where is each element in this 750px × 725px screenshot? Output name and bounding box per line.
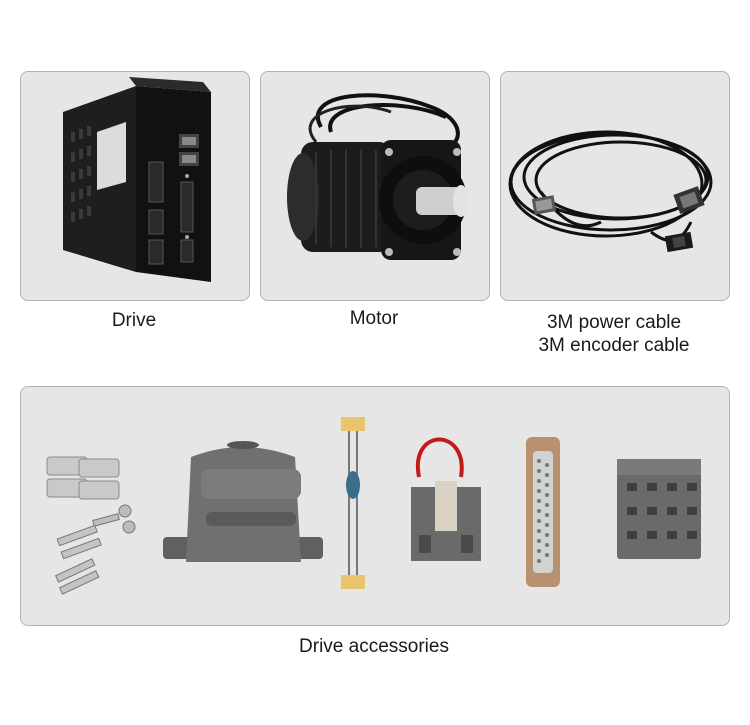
- power-cable-caption: 3M power cable: [546, 312, 682, 333]
- motor-panel: [260, 71, 490, 301]
- accessories-image: [46, 417, 701, 595]
- cables-panel: [500, 71, 730, 301]
- accessories-caption: Drive accessories: [299, 636, 449, 657]
- encoder-cable-caption: 3M encoder cable: [538, 335, 690, 356]
- drive-caption: Drive: [111, 310, 157, 331]
- jumper-terminal: [411, 437, 481, 561]
- terminal-block: [617, 459, 701, 559]
- accessories-panel: [20, 386, 730, 626]
- brackets-and-screws: [46, 456, 136, 595]
- drive-panel: [20, 71, 250, 301]
- db25-connector: [526, 437, 560, 587]
- resistor: [341, 417, 365, 589]
- db25-hood: [163, 441, 323, 562]
- servo-drive-image: [63, 77, 211, 282]
- motor-caption: Motor: [349, 308, 399, 329]
- cable-set-image: [508, 130, 713, 253]
- servo-motor-image: [287, 93, 469, 260]
